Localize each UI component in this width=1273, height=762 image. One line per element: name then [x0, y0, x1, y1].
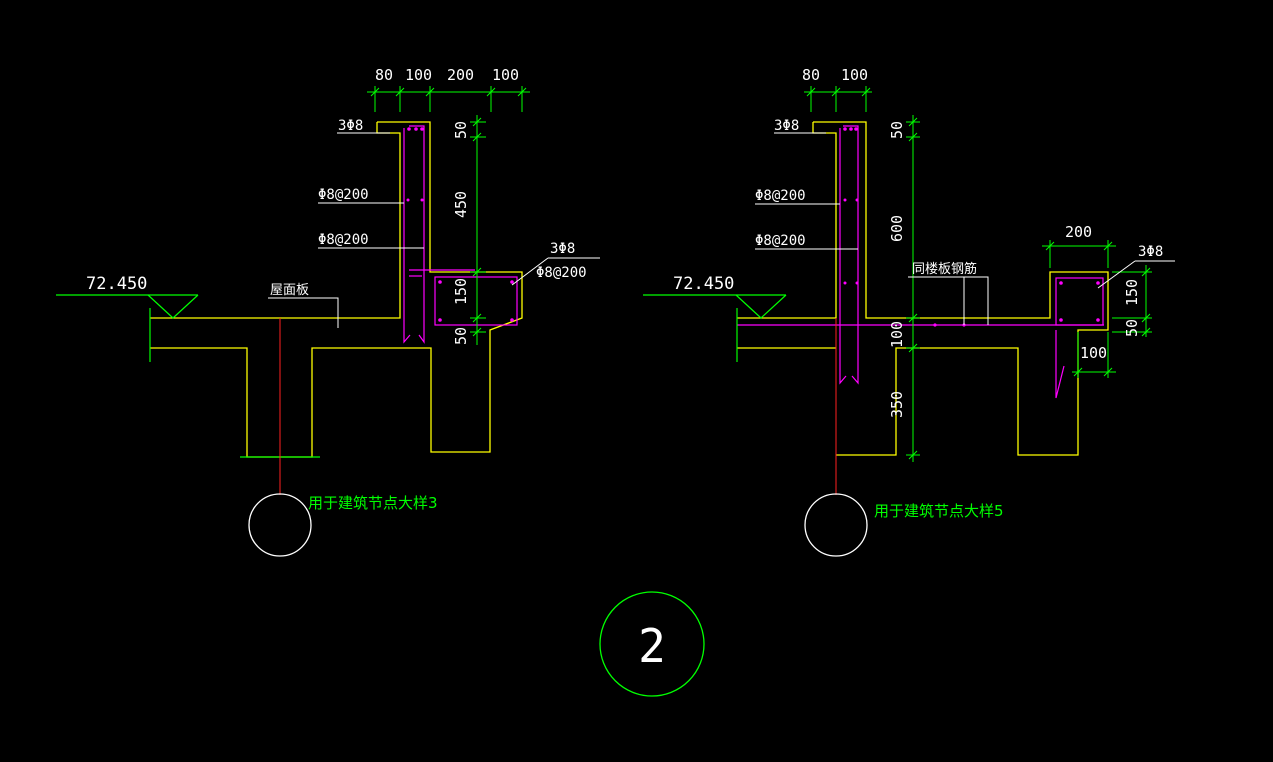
detail-left: 80 100 200 100 50 450 150 50 — [56, 66, 600, 557]
rebar-right — [839, 125, 1104, 399]
label-stirrup-2-left: Φ8@200 — [318, 232, 369, 248]
elevation-left: 72.450 — [86, 274, 147, 294]
detail-right: 80 100 50 600 100 350 — [643, 66, 1175, 557]
dim-right-2-left: 450 — [452, 191, 470, 218]
dim-top-2-right: 100 — [841, 66, 868, 84]
label-beam-bars-left: 3Φ8 — [550, 241, 575, 257]
dim-right-1-left: 50 — [452, 121, 470, 139]
axis-bubble-left — [248, 493, 312, 557]
dim-right-1-right: 50 — [888, 121, 906, 139]
label-roof-slab-left: 屋面板 — [270, 283, 309, 298]
dim-right-4-left: 50 — [452, 327, 470, 345]
rebar-left — [403, 125, 518, 344]
dim-top-3-left: 200 — [447, 66, 474, 84]
label-slab-rebar-right: 同楼板钢筋 — [912, 261, 977, 277]
dim-right-3-right: 100 — [888, 321, 906, 348]
dim-top-4-left: 100 — [492, 66, 519, 84]
label-stirrup-1-right: Φ8@200 — [755, 188, 806, 204]
label-beam-bars-right: 3Φ8 — [1138, 244, 1163, 260]
parapet-outline-right — [813, 121, 1109, 456]
section-marker-circle — [599, 591, 705, 697]
dim-beam-top-right: 200 — [1065, 223, 1092, 241]
section-number: 2 — [638, 619, 666, 673]
label-top-bars-right: 3Φ8 — [774, 118, 799, 134]
caption-left: 用于建筑节点大样3 — [308, 494, 438, 512]
dim-top-1-left: 80 — [375, 66, 393, 84]
elevation-right: 72.450 — [673, 274, 734, 294]
caption-right: 用于建筑节点大样5 — [874, 502, 1004, 520]
slab-top-right — [737, 122, 837, 319]
label-stirrup-2-right: Φ8@200 — [755, 233, 806, 249]
dim-beam-right-1: 150 — [1123, 279, 1141, 306]
dim-top-2-left: 100 — [405, 66, 432, 84]
dim-right-3-left: 150 — [452, 278, 470, 305]
dim-right-4-right: 350 — [888, 391, 906, 418]
label-beam-stirrup-left: Φ8@200 — [536, 265, 587, 281]
dim-top-1-right: 80 — [802, 66, 820, 84]
label-stirrup-1-left: Φ8@200 — [318, 187, 369, 203]
dim-right-2-right: 600 — [888, 215, 906, 242]
dim-beam-bottom-right: 100 — [1080, 344, 1107, 362]
label-top-bars-left: 3Φ8 — [338, 118, 363, 134]
axis-bubble-right — [804, 493, 868, 557]
dim-beam-right-2: 50 — [1123, 319, 1141, 337]
roof-slab-top-left — [150, 122, 401, 319]
